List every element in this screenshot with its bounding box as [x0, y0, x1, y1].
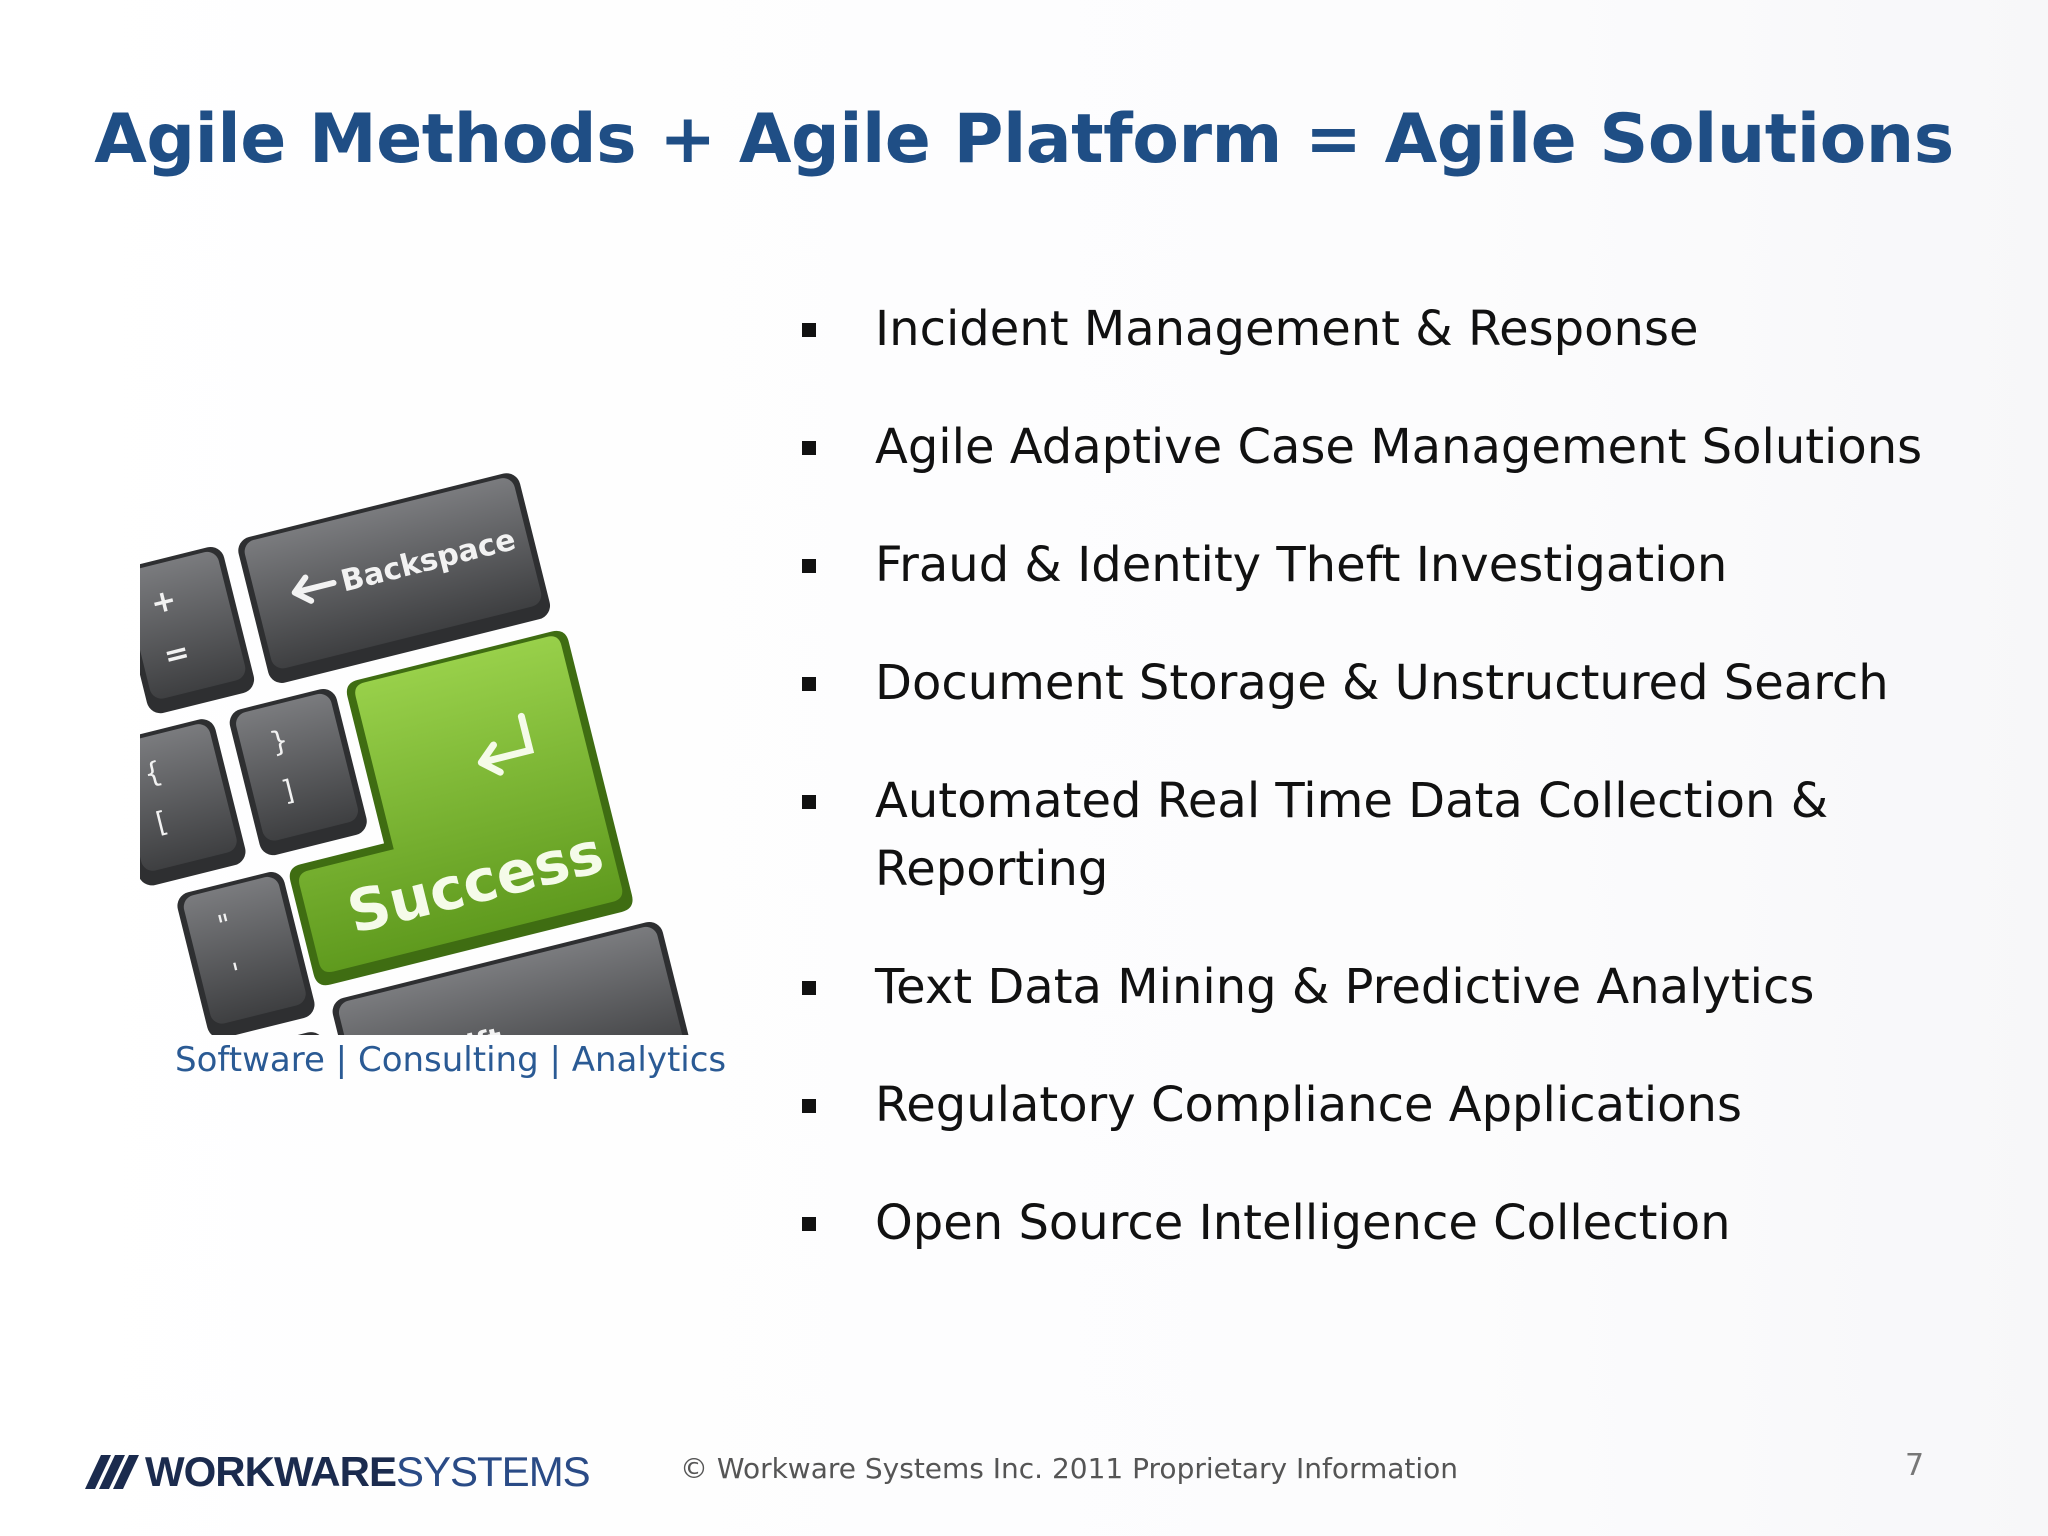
enter-arrow-icon — [477, 712, 535, 776]
bullet-text: Document Storage & Unstructured Search — [875, 655, 1889, 711]
shift-key: Shift — [332, 921, 693, 1035]
bullet-item: Text Data Mining & Predictive Analytics — [800, 953, 2000, 1021]
logo-text-light: SYSTEMS — [395, 1448, 591, 1495]
backspace-arrow-icon — [291, 574, 337, 604]
backspace-key: Backspace — [238, 473, 551, 683]
square-bullet-icon — [802, 795, 816, 809]
square-bullet-icon — [802, 981, 816, 995]
bullet-item: Agile Adaptive Case Management Solutions — [800, 413, 2000, 481]
bullet-text: Agile Adaptive Case Management Solutions — [875, 419, 1923, 475]
page-number: 7 — [1905, 1448, 1925, 1483]
bullet-list: Incident Management & Response Agile Ada… — [800, 295, 2000, 1307]
bullet-text: Fraud & Identity Theft Investigation — [875, 537, 1728, 593]
keyboard-success-image: + = Backspace { [ } ] — [140, 405, 750, 1035]
bullet-text: Open Source Intelligence Collection — [875, 1195, 1731, 1251]
square-bullet-icon — [802, 677, 816, 691]
bullet-text: Incident Management & Response — [875, 301, 1699, 357]
square-bullet-icon — [802, 441, 816, 455]
bullet-item: Regulatory Compliance Applications — [800, 1071, 2000, 1139]
square-bullet-icon — [802, 1099, 816, 1113]
square-bullet-icon — [802, 559, 816, 573]
square-bullet-icon — [802, 323, 816, 337]
bullet-item: Incident Management & Response — [800, 295, 2000, 363]
quote-key: " ' — [177, 872, 315, 1035]
footer-copyright: © Workware Systems Inc. 2011 Proprietary… — [680, 1452, 1459, 1485]
plus-equals-key: + = — [140, 546, 255, 714]
bullet-item: Automated Real Time Data Collection & Re… — [800, 767, 2000, 903]
bullet-text: Automated Real Time Data Collection & Re… — [875, 773, 1829, 897]
brace-close-key: } ] — [229, 688, 367, 856]
slide-title: Agile Methods + Agile Platform = Agile S… — [94, 100, 1954, 179]
logo-text-bold: WORKWARE — [145, 1448, 397, 1495]
bullet-text: Text Data Mining & Predictive Analytics — [875, 959, 1815, 1015]
success-enter-key: Success — [289, 630, 633, 986]
square-bullet-icon — [802, 1217, 816, 1231]
bullet-item: Open Source Intelligence Collection — [800, 1189, 2000, 1257]
bullet-item: Fraud & Identity Theft Investigation — [800, 531, 2000, 599]
logo-slash-icon — [85, 1455, 139, 1489]
bullet-text: Regulatory Compliance Applications — [875, 1077, 1742, 1133]
bullet-item: Document Storage & Unstructured Search — [800, 649, 2000, 717]
image-caption: Software | Consulting | Analytics — [175, 1040, 727, 1080]
brace-open-key: { [ — [140, 719, 246, 886]
